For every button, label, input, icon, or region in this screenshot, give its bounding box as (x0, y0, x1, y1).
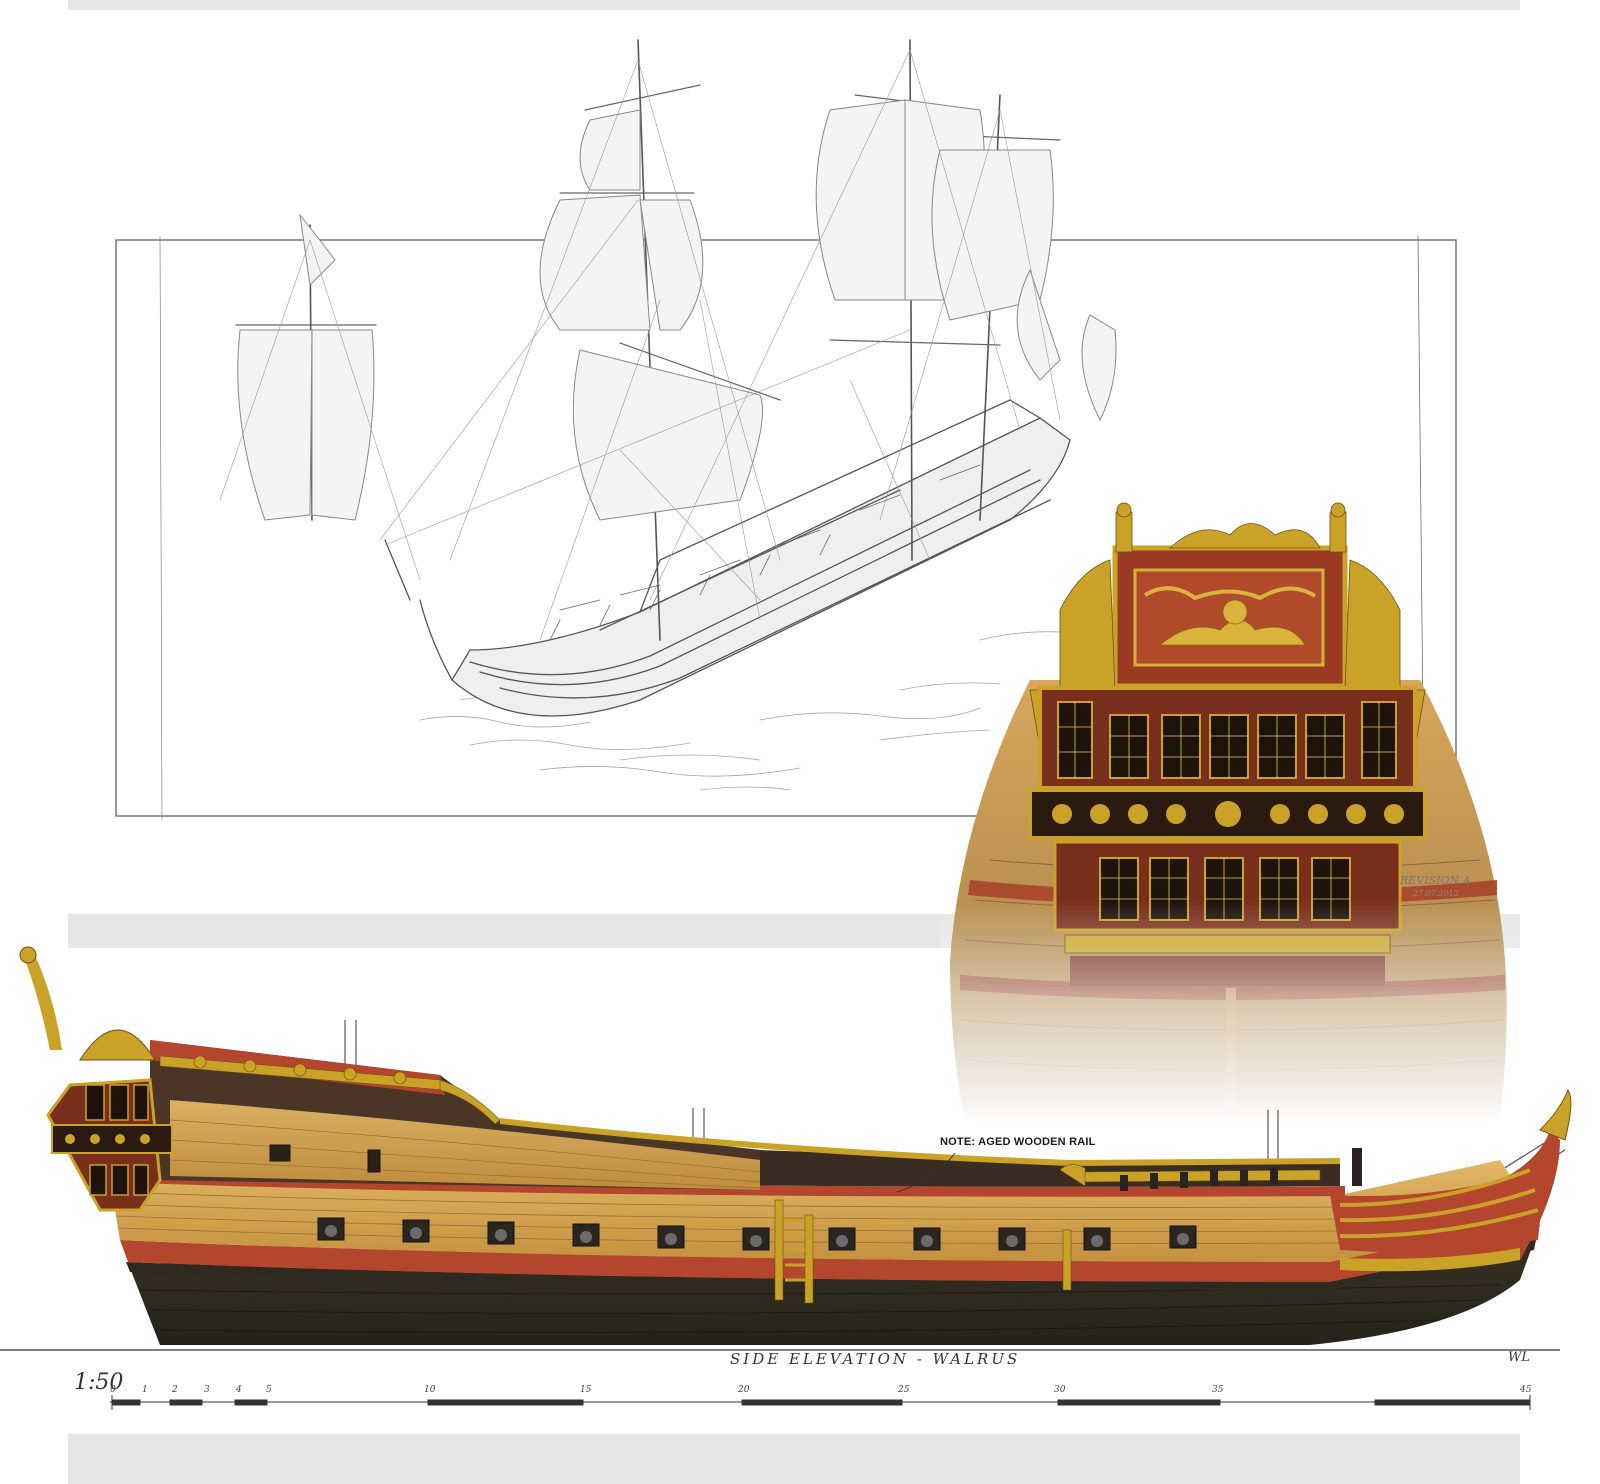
bottom-gray-band (68, 1434, 1520, 1484)
scale-tick-4: 4 (236, 1385, 242, 1395)
sketch-deck-details (549, 464, 981, 641)
scale-ratio: 1:50 (74, 1370, 124, 1395)
scale-bar (110, 1395, 1531, 1410)
side-ladder (774, 1199, 1072, 1304)
figurehead (1539, 1088, 1572, 1141)
gun-port-muzzles (325, 1225, 1189, 1247)
scale-tick-0: 0 (110, 1385, 116, 1395)
scale-tick-45: 45 (1520, 1385, 1532, 1395)
quarterdeck-frieze (159, 1055, 501, 1125)
scale-tick-15: 15 (580, 1385, 592, 1395)
revision-label: REVISION A (1400, 874, 1471, 887)
note-pointer (896, 1152, 956, 1193)
stern-fade (940, 900, 1540, 1125)
stern-dome (79, 1029, 156, 1061)
scale-tick-5: 5 (266, 1385, 272, 1395)
stern-crest (1115, 502, 1347, 553)
sketch-rigging (219, 49, 1061, 641)
quarterdeck-planks (170, 1100, 760, 1190)
deck-posts (1120, 1148, 1362, 1191)
sketch-frame (115, 239, 1457, 817)
bow-rails (1339, 1168, 1539, 1239)
stern-window-muntins-upper (1058, 702, 1396, 778)
stern-frieze-ornaments (1052, 801, 1404, 827)
quarterdeck-ports (269, 1144, 381, 1173)
stern-relief-carving (1143, 586, 1317, 646)
scale-tick-10: 10 (424, 1385, 436, 1395)
scale-tick-20: 20 (738, 1385, 750, 1395)
top-gray-band (68, 0, 1520, 10)
scale-tick-1: 1 (142, 1385, 148, 1395)
scale-tick-3: 3 (204, 1385, 210, 1395)
forecastle-frieze (1059, 1164, 1321, 1187)
sketch-hull (384, 399, 1071, 717)
scale-tick-35: 35 (1212, 1385, 1224, 1395)
scale-tick-2: 2 (172, 1385, 178, 1395)
hull-red-wale (120, 1220, 1540, 1282)
note-aged-wooden-rail: NOTE: AGED WOODEN RAIL (940, 1136, 1096, 1148)
sketch-sea (419, 631, 1061, 791)
sketch-sails (237, 99, 1117, 521)
scale-tick-25: 25 (898, 1385, 910, 1395)
main-deck-rail (500, 1118, 1340, 1166)
scale-tick-30: 30 (1054, 1385, 1066, 1395)
drawing-title: SIDE ELEVATION - WALRUS (730, 1350, 1021, 1368)
stern-castle-windows (85, 1084, 149, 1196)
revision-date: 27.07.2012 (1413, 889, 1459, 898)
artist-initials: WL (1508, 1350, 1530, 1365)
